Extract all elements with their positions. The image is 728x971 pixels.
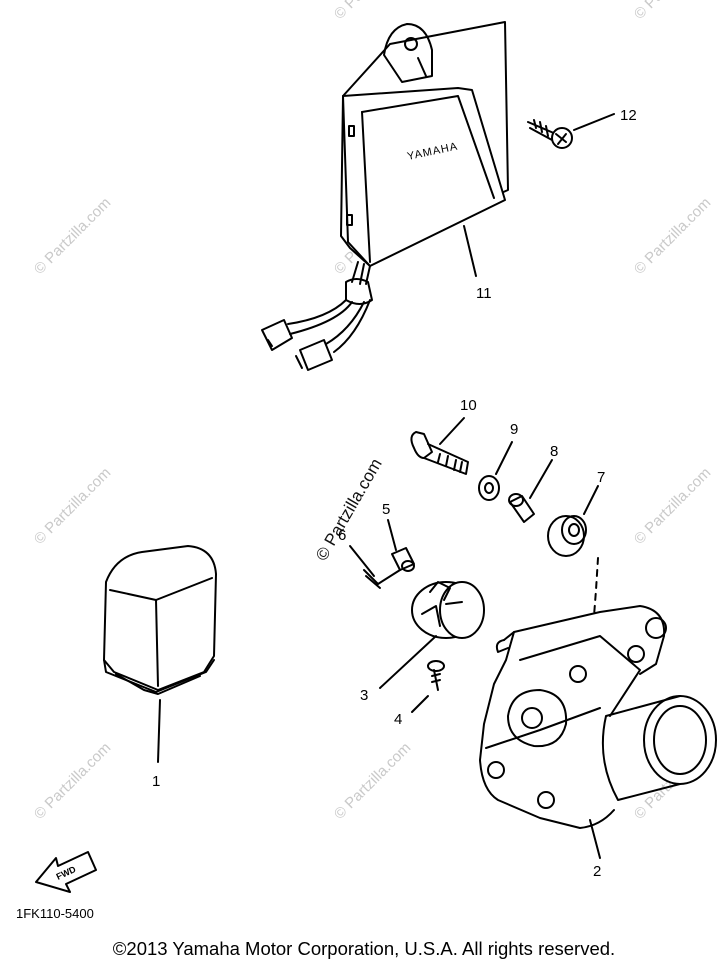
callout-11: 11 — [476, 285, 492, 302]
grommet-part-7 — [547, 485, 599, 557]
screw-part-12 — [527, 113, 615, 149]
fwd-arrow: FWD — [35, 851, 97, 893]
watermark: © Partzilla.com — [631, 464, 714, 547]
bolt-part-10 — [410, 417, 469, 475]
callout-9: 9 — [510, 421, 518, 438]
watermark: © Partzilla.com — [31, 194, 114, 277]
housing-part-2 — [479, 605, 717, 859]
callout-2: 2 — [593, 863, 601, 880]
callout-8: 8 — [550, 443, 558, 460]
washer-part-9 — [478, 441, 513, 501]
watermark-center: © Partzilla.com — [312, 455, 386, 564]
callout-5: 5 — [382, 501, 390, 518]
callout-12: 12 — [620, 107, 637, 124]
watermark: © Partzilla.com — [31, 739, 114, 822]
clip-part-6 — [349, 545, 401, 589]
collar-part-8 — [508, 459, 553, 523]
part-code: 1FK110-5400 — [16, 906, 94, 921]
watermark: © Partzilla.com — [631, 194, 714, 277]
watermark: © Partzilla.com — [331, 739, 414, 822]
callout-6: 6 — [338, 527, 346, 544]
watermark: © Partzilla.com — [31, 464, 114, 547]
copyright-notice: ©2013 Yamaha Motor Corporation, U.S.A. A… — [112, 938, 616, 959]
control-unit-part-11 — [261, 21, 509, 371]
callout-7: 7 — [597, 469, 605, 486]
alignment-line — [593, 557, 599, 617]
callout-10: 10 — [460, 397, 477, 414]
disc-part-3 — [379, 581, 485, 689]
watermark: © Partzilla.com — [331, 0, 414, 23]
callout-4: 4 — [394, 711, 402, 728]
callout-3: 3 — [360, 687, 368, 704]
pin-part-5 — [387, 519, 415, 572]
callout-1: 1 — [152, 773, 160, 790]
watermark: © Partzilla.com — [631, 0, 714, 23]
relay-part-1 — [103, 545, 217, 763]
screw-part-4 — [411, 660, 445, 713]
